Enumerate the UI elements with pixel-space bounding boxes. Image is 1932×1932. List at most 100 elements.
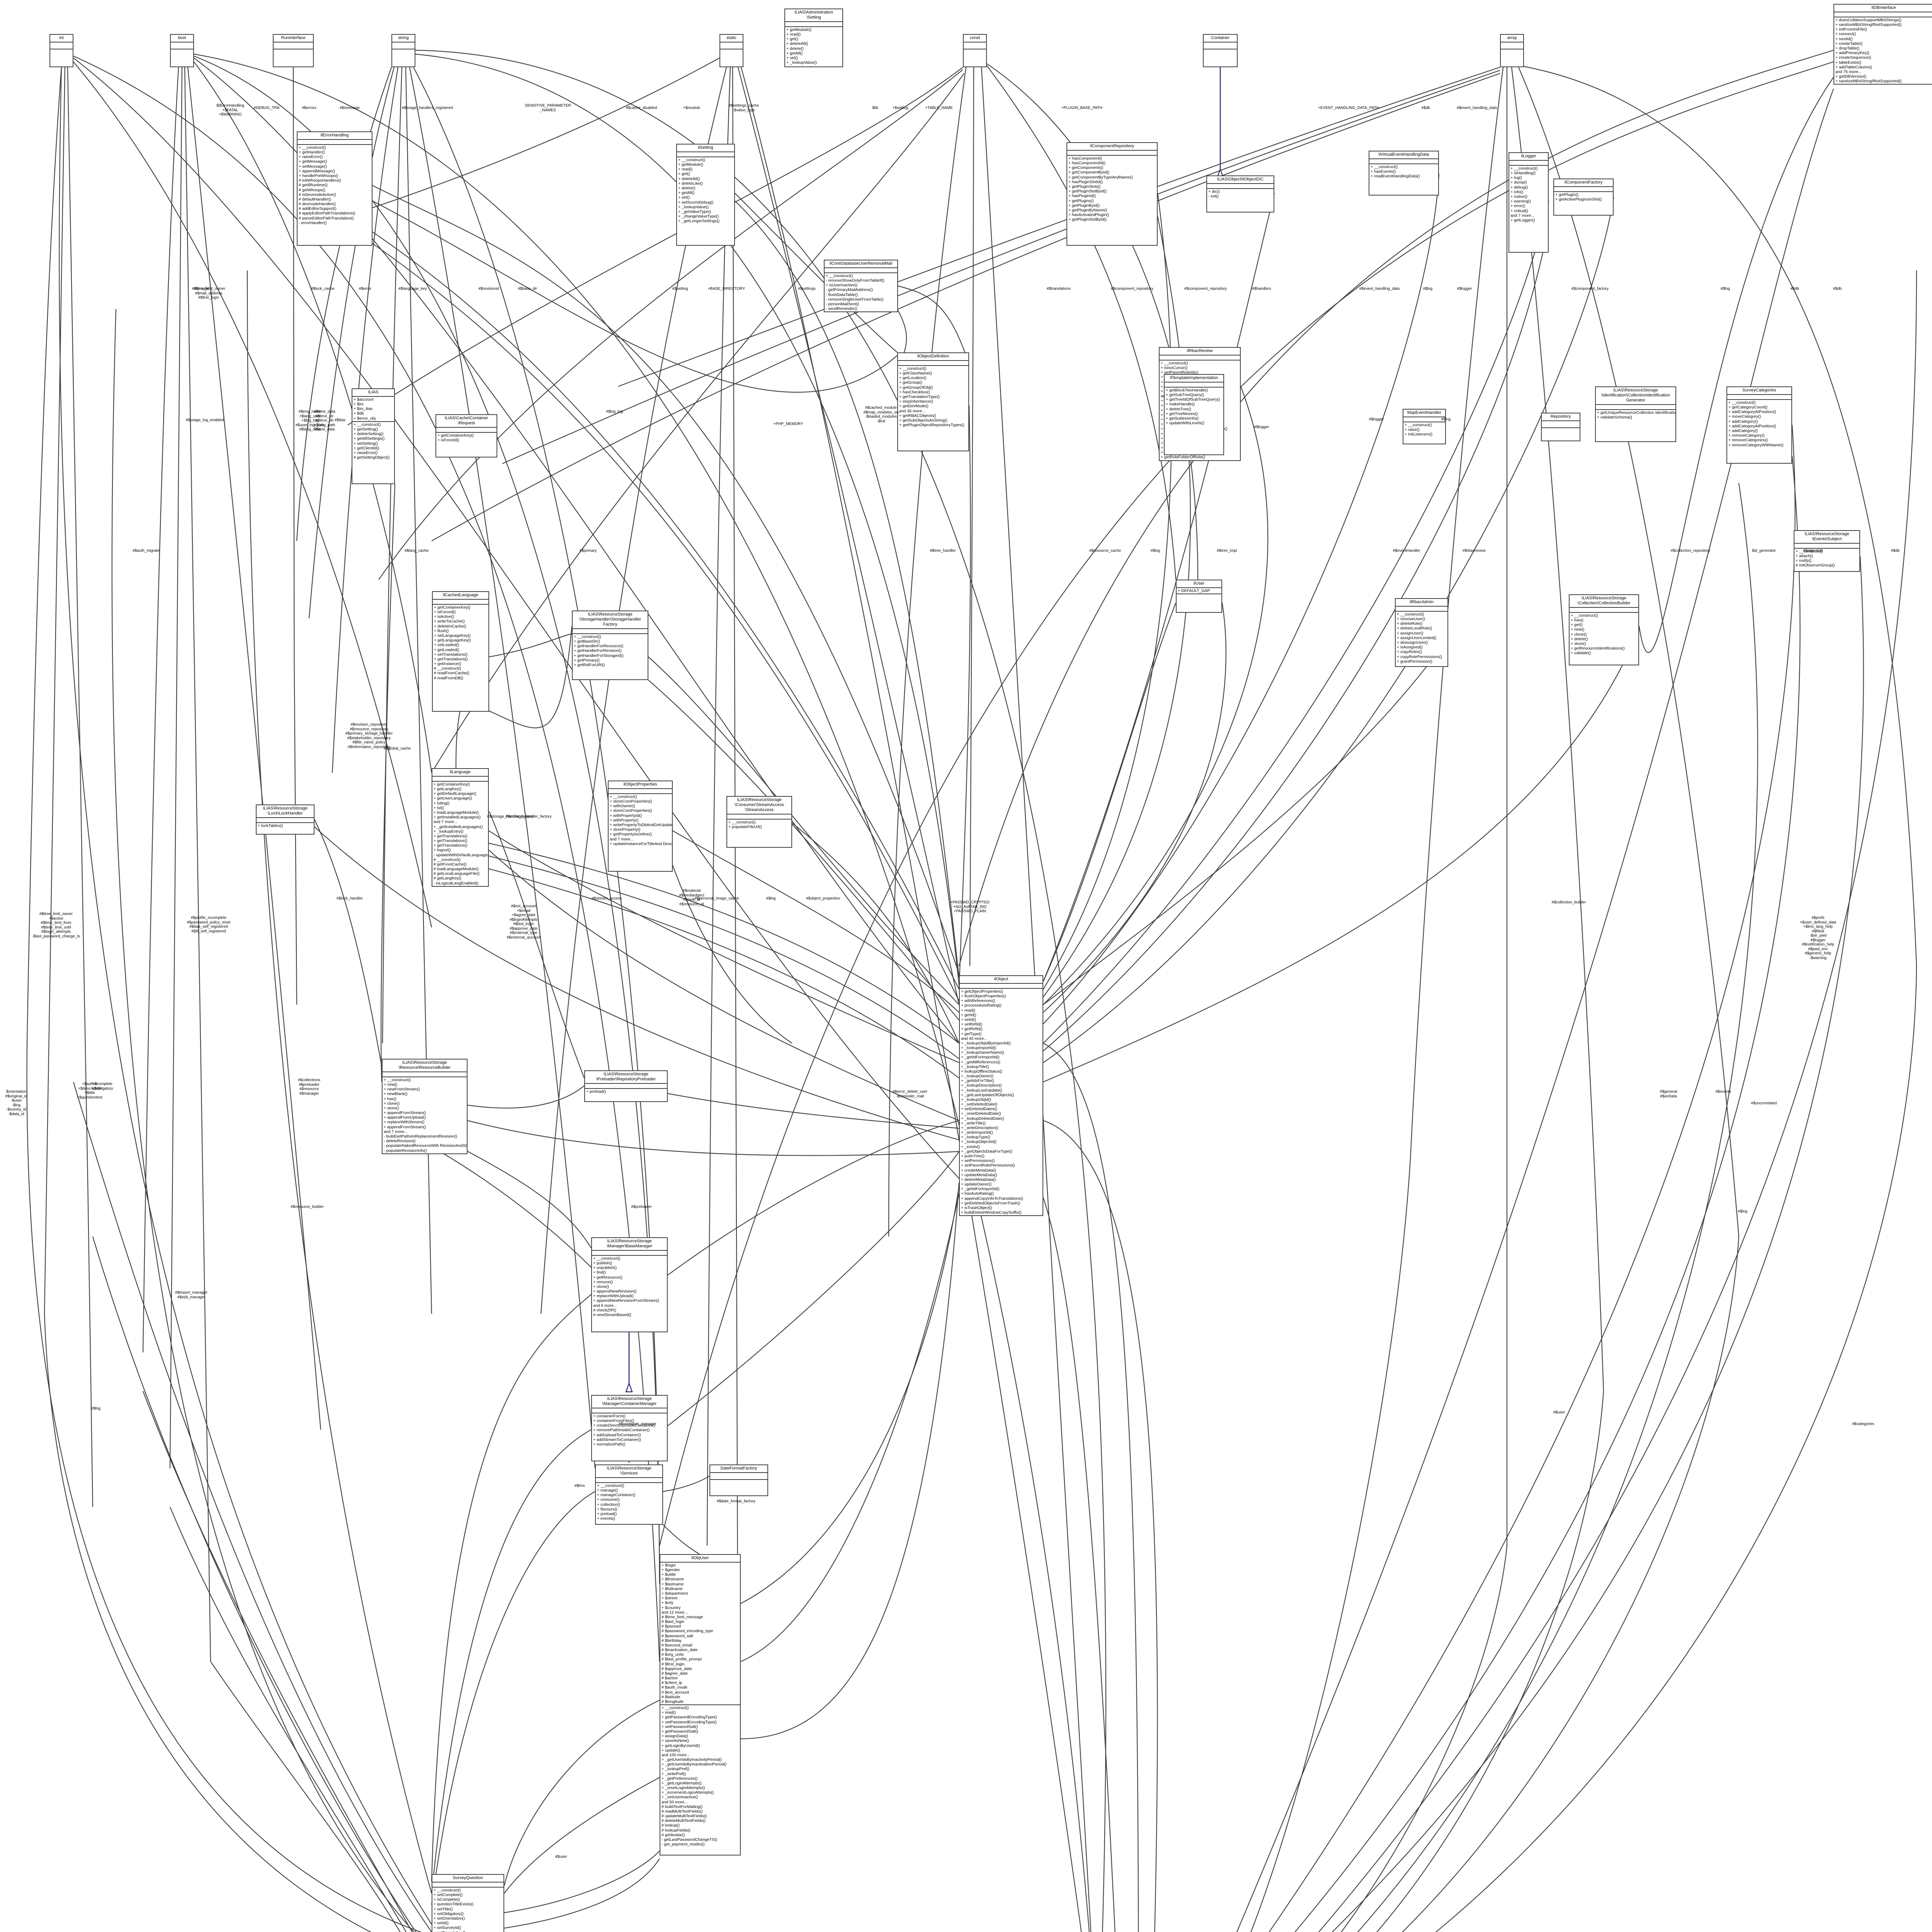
class-node-ilTemplateImplementation[interactable]: ilTemplateImplementation+ getBlockTwoHan…: [1164, 374, 1224, 455]
class-node-DateFormatFactory[interactable]: DateFormatFactory: [709, 1464, 768, 1496]
class-node-ilObject[interactable]: ilObject+ getObjectProperties()+ flushOb…: [959, 975, 1043, 1216]
class-node-title: ILIAS\ResourceStorage \Identification\Co…: [1596, 387, 1675, 405]
class-node-ilias-basemanager[interactable]: ILIAS\ResourceStorage \Manager\BaseManag…: [591, 1237, 668, 1332]
class-node-const[interactable]: const: [963, 34, 987, 67]
edge-label: #$db: [1790, 287, 1799, 291]
class-node-ilias-consumerstreamaccess[interactable]: ILIAS\ResourceStorage \Consumer\StreamAc…: [726, 796, 792, 848]
class-node-ilias-containermanager[interactable]: ILIAS\ResourceStorage \Manager\Container…: [591, 1395, 668, 1461]
class-operation: + preload(): [586, 1089, 606, 1094]
class-attribute: + $fullname: [662, 1586, 683, 1591]
class-node-attributes: [1501, 43, 1523, 49]
class-node-attributes: [1794, 544, 1859, 549]
class-node-string[interactable]: string: [391, 34, 415, 67]
class-node-attributes: [1207, 184, 1274, 189]
class-operation: and 100 more...: [662, 1752, 690, 1757]
class-node-ilDBInterface[interactable]: ilDBInterface+ doesCollationSupportMB4St…: [1833, 4, 1932, 85]
class-operation: + getResourceIdentifications(): [1571, 646, 1625, 651]
class-node-Repository[interactable]: Repository: [1541, 413, 1580, 441]
class-node-ilSetting[interactable]: ilSetting+ __construct()+ getModule()+ r…: [676, 144, 735, 246]
edge-label: #$logger: [1254, 425, 1269, 429]
edge-label: $ilb: [872, 106, 878, 110]
class-node-ilias-storagehandler-factory[interactable]: ILIAS\ResourceStorage \StorageHandler\St…: [572, 611, 648, 680]
class-node-RunInterface[interactable]: RunInterface: [273, 34, 314, 67]
class-node-ilUser[interactable]: ilUser+ DEFAULT_GAP: [1176, 580, 1222, 613]
class-node-attributes: [677, 152, 734, 157]
class-node-ilObjectProperties[interactable]: ilObjectProperties+ __construct()+ store…: [608, 781, 673, 872]
class-operation: + populateFileUrl(): [728, 825, 762, 830]
class-node-static[interactable]: static: [719, 34, 743, 67]
class-operation: + getRidForURI(): [574, 662, 605, 667]
class-node-ilias-cache-container-request[interactable]: ILIAS\Cache\Container \Request+ getConta…: [435, 414, 497, 457]
class-node-ilObjUser[interactable]: ilObjUser+ $login+ $gender+ $utitle+ $fi…: [660, 1554, 741, 1855]
class-node-title: ilCoreDatabaseUserRemovalMail: [825, 260, 897, 268]
edge-label: #$rbacreview: [1463, 549, 1486, 553]
class-operation: + unpublish(): [593, 1265, 617, 1270]
class-operation: # lookup(): [662, 1823, 680, 1828]
class-operation: + delete(): [786, 46, 804, 51]
class-node-ilRbacAdmin[interactable]: ilRbacAdmin+ __construct()+ removeUser()…: [1395, 598, 1448, 667]
class-node-ilObjectDefinition[interactable]: ilObjectDefinition+ __construct()+ getCl…: [897, 352, 969, 451]
class-operation: + __construct(): [1510, 166, 1538, 171]
class-operation: + getModule(): [678, 162, 704, 167]
class-node-ilias-collection-collection-builder[interactable]: ILIAS\ResourceStorage \Collection\Collec…: [1569, 594, 1639, 665]
class-node-ilLanguage[interactable]: ilLanguage+ getContainerKey()+ getLangKe…: [432, 768, 489, 887]
class-node-ilLogger[interactable]: ilLogger+ __construct()+ isHandling()+ l…: [1509, 152, 1549, 253]
class-operation: + addPrimaryKey(): [1835, 51, 1869, 56]
class-node-bool[interactable]: bool: [170, 34, 194, 67]
class-node-operations: [1177, 594, 1221, 595]
class-operation: + critical(): [1510, 208, 1528, 213]
class-node-ilComponentFactory[interactable]: ilComponentFactory+ getPlugin()+ getActi…: [1553, 179, 1614, 216]
edge-label: +$module: [683, 106, 701, 110]
class-node-attributes: [298, 140, 372, 145]
class-node-ilias-administration-setting[interactable]: ILIAS\Administration \Setting+ getModule…: [784, 9, 843, 67]
class-node-title: array: [1501, 35, 1523, 43]
edge-label: #$error_delete_user -$reminder_mail: [892, 1090, 928, 1099]
class-operation: + getPluginSlotById(): [1068, 217, 1107, 222]
class-node-int[interactable]: int: [49, 34, 73, 67]
class-node-ilias-preloader[interactable]: ILIAS\ResourceStorage \Preloader\Reposit…: [584, 1070, 668, 1102]
class-attribute: + $department: [662, 1591, 688, 1596]
class-node-ilias-resource-builder[interactable]: ILIAS\ResourceStorage \Resource\Resource…: [382, 1059, 468, 1154]
edge-label: #$categories: [1852, 1422, 1874, 1426]
class-operation: + getSubtreeInfo(): [1166, 416, 1199, 421]
class-operation: + _getPreferences(): [662, 1776, 698, 1781]
class-operation: + __construct(): [1571, 613, 1598, 618]
class-attribute: + $firstname: [662, 1577, 684, 1582]
class-operation: + isHandling(): [1510, 171, 1536, 176]
class-node-ilErrorHandling[interactable]: ilErrorHandling+ __construct()+ getHandl…: [297, 131, 372, 246]
class-node-SurveyQuestion[interactable]: SurveyQuestion+ __construct()+ setComple…: [432, 1874, 504, 1932]
class-operation: + delete(): [678, 186, 696, 190]
class-node-SurveyCategories[interactable]: SurveyCategories+ __construct()+ getCate…: [1726, 386, 1792, 464]
class-node-attributes: [432, 777, 488, 782]
class-node-title: ilLogger: [1509, 153, 1548, 161]
class-node-ilObjectDIC[interactable]: ILIAS\Object\ilObjectDIC+ dic()- init(): [1206, 175, 1274, 213]
class-operation: + putInTree(): [961, 1153, 985, 1158]
class-node-attributes: [1834, 12, 1932, 17]
class-operation: and 7 more...: [610, 837, 634, 842]
class-attribute: + $city: [662, 1600, 673, 1605]
class-node-array[interactable]: array: [1500, 34, 1524, 67]
class-node-Container[interactable]: Container: [1203, 34, 1238, 67]
edge-label: #$date_format_factory: [716, 1499, 756, 1503]
class-operation: + _getLoginAttempts(): [662, 1781, 702, 1786]
class-node-MapEventHandler[interactable]: MapEventHandler+ __construct()+ raise()+…: [1403, 409, 1446, 444]
class-operation: + _incrementLoginAttempts(): [662, 1790, 714, 1795]
class-operation: + getType(): [961, 1031, 982, 1036]
class-node-ilCoreDatabaseUserRemovalMail[interactable]: ilCoreDatabaseUserRemovalMail+ __constru…: [824, 260, 898, 313]
class-operation: + saveAsNew(): [662, 1738, 689, 1743]
class-node-ilias-resourcestorage-events-subject[interactable]: ILIAS\ResourceStorage \Events\Subject+ _…: [1794, 530, 1860, 572]
class-operation: + getPluginObjectRepositoryTypes(): [899, 423, 964, 428]
class-node-ilComponentRepository[interactable]: ilComponentRepository+ hasComponent()+ h…: [1066, 142, 1158, 246]
class-node-ilias-services[interactable]: ILIAS\ResourceStorage \Services+ __const…: [595, 1464, 663, 1525]
class-node-ILIAS[interactable]: ILIAS+ $account+ $ini+ $ini_ilias+ $db+ …: [352, 388, 395, 484]
class-node-operations: + __construct()+ manage()+ manageContain…: [596, 1483, 662, 1521]
class-node-ilias-resource-collection-identification-generator[interactable]: ILIAS\ResourceStorage \Identification\Co…: [1595, 386, 1676, 442]
class-node-ilias-lockhandler[interactable]: ILIAS\ResourceStorage \Lock\LockHandler+…: [256, 804, 315, 835]
class-node-ilVirtualEventHandlingData[interactable]: ilVirtualEventHandlingData+ __construct(…: [1369, 151, 1439, 196]
class-operation: - updateWithDefaultLanguages(): [434, 852, 489, 857]
edge-label: #$lng: [1441, 417, 1451, 422]
class-node-ilCachedLanguage[interactable]: ilCachedLanguage+ getContainerKey()+ isF…: [432, 591, 489, 712]
class-node-title: ilLanguage: [432, 769, 488, 777]
class-node-title: ilObjectDefinition: [898, 353, 968, 361]
class-operation: + getPluginSlots(): [1068, 184, 1101, 189]
